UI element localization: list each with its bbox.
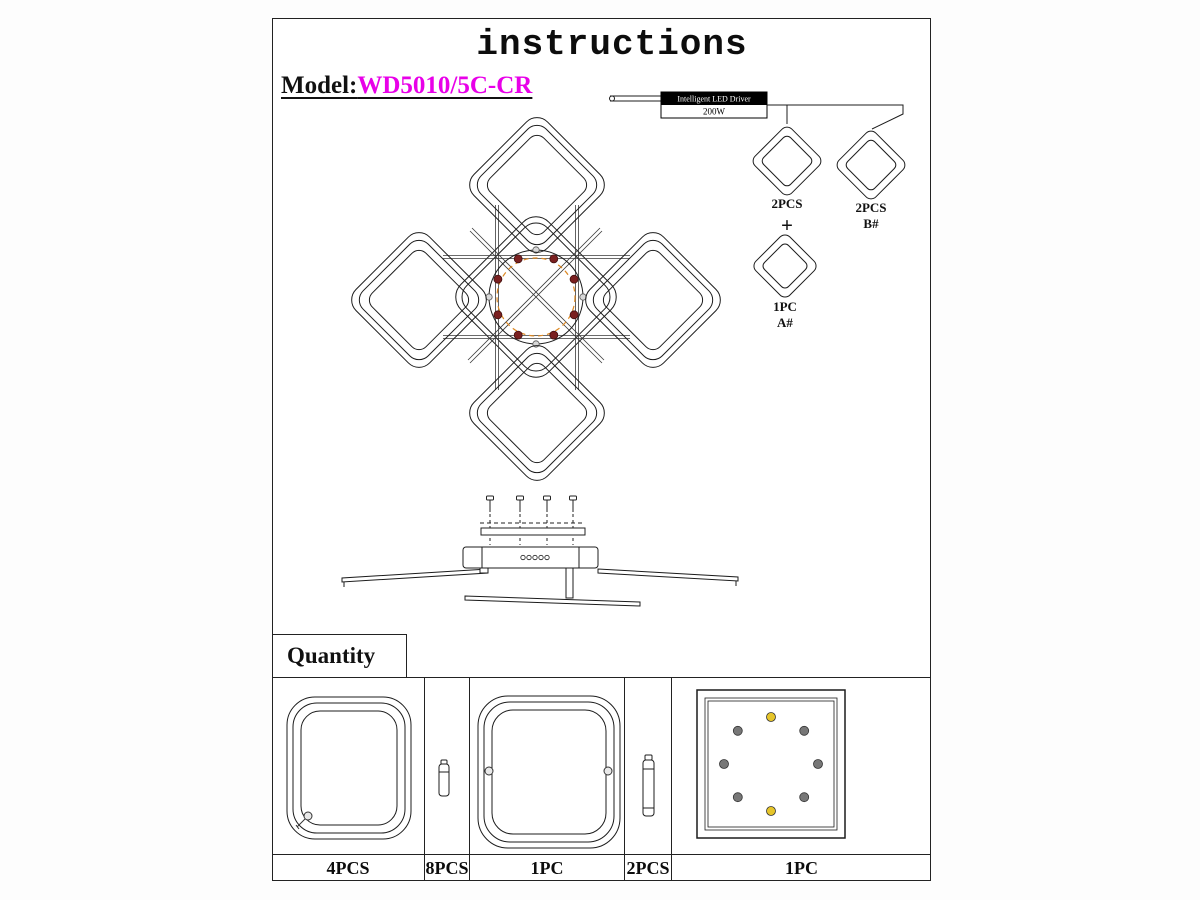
- side-view-diagram: [341, 495, 739, 607]
- led-dots: [493, 254, 579, 340]
- qty-count-base-plate: 1PC: [672, 854, 931, 881]
- b2-code-label: B#: [863, 216, 879, 231]
- qty-col-corner-lamp: 4PCS: [272, 678, 425, 881]
- led-guide-dashed-circle: [496, 257, 576, 337]
- mounting-strip: [480, 527, 586, 536]
- base-plate-figure: [696, 689, 846, 839]
- driver-power-label: 200W: [703, 107, 726, 117]
- qty-count-short-screw: 8PCS: [425, 854, 469, 881]
- qty-col-short-screw: 8PCS: [425, 678, 470, 881]
- mounting-bracket-lines: [443, 205, 630, 390]
- corner-ring-lamps: [351, 117, 721, 481]
- quantity-title-box: Quantity: [272, 634, 407, 678]
- base-plate-led-dots: [719, 712, 823, 816]
- corner-lamp-bottom: [469, 345, 605, 481]
- lamp-arms: [341, 567, 739, 607]
- model-line: Model:WD5010/5C-CR: [281, 72, 532, 100]
- lamp-b2-figure: [836, 130, 906, 200]
- b1-count-label: 2PCS: [771, 196, 802, 211]
- top-view-diagram: [351, 117, 721, 481]
- page-title: instructions: [476, 24, 748, 65]
- b2-count-label: 2PCS: [855, 200, 886, 215]
- center-lamp-figure: [477, 695, 621, 849]
- corner-lamp-top: [469, 117, 605, 253]
- short-screw-figure: [438, 759, 450, 797]
- model-label: Model:: [281, 72, 358, 99]
- driver-wires: [767, 104, 904, 130]
- corner-lamp-figure: [286, 696, 412, 840]
- corner-lamp-right: [585, 232, 721, 368]
- quantity-label: Quantity: [287, 643, 376, 668]
- driver-label: Intelligent LED Driver: [677, 95, 751, 104]
- wiring-diagram: Intelligent LED Driver 200W 2PCS + 2PCS …: [609, 91, 906, 330]
- ceiling-screws: [486, 495, 577, 545]
- qty-col-long-screw: 2PCS: [625, 678, 672, 881]
- model-number: WD5010/5C-CR: [357, 72, 533, 99]
- a-code-label: A#: [777, 315, 793, 330]
- long-screw-figure: [642, 754, 655, 817]
- a-count-label: 1PC: [773, 299, 797, 314]
- vent-holes: [520, 554, 550, 561]
- center-lamp-screw-icons: [484, 766, 613, 776]
- qty-col-center-lamp: 1PC: [470, 678, 625, 881]
- power-cord: [609, 95, 661, 102]
- lamp-b1-figure: [752, 126, 822, 196]
- qty-count-long-screw: 2PCS: [625, 854, 671, 881]
- quantity-table: 4PCS 8PCS: [272, 677, 931, 881]
- plus-sign: +: [781, 213, 793, 237]
- qty-count-corner-lamp: 4PCS: [272, 854, 424, 881]
- corner-lamp-left: [351, 232, 487, 368]
- qty-count-center-lamp: 1PC: [470, 854, 624, 881]
- corner-lamp-screw-icon: [295, 811, 313, 830]
- lamp-a-figure: [753, 234, 817, 298]
- qty-col-base-plate: 1PC: [672, 678, 931, 881]
